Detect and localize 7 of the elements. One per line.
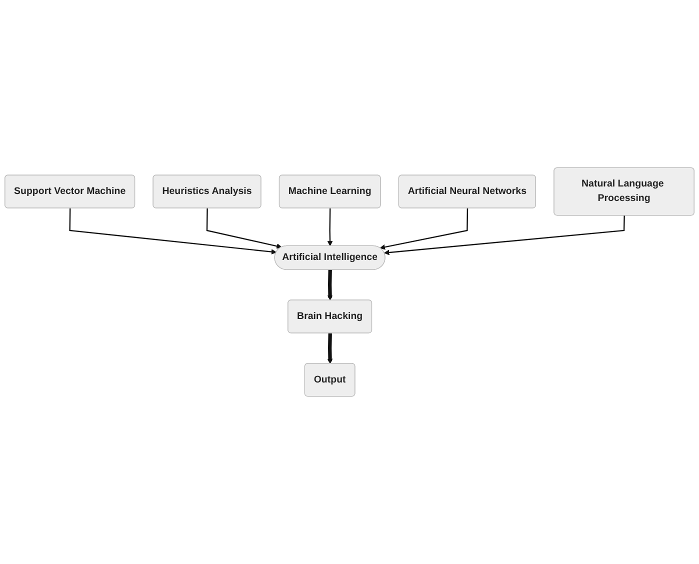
arrow [206,208,282,249]
arrow [69,208,277,254]
arrow [327,333,333,364]
arrow [327,208,333,246]
arrow [380,208,468,250]
arrow [384,216,625,256]
arrow [327,270,333,301]
